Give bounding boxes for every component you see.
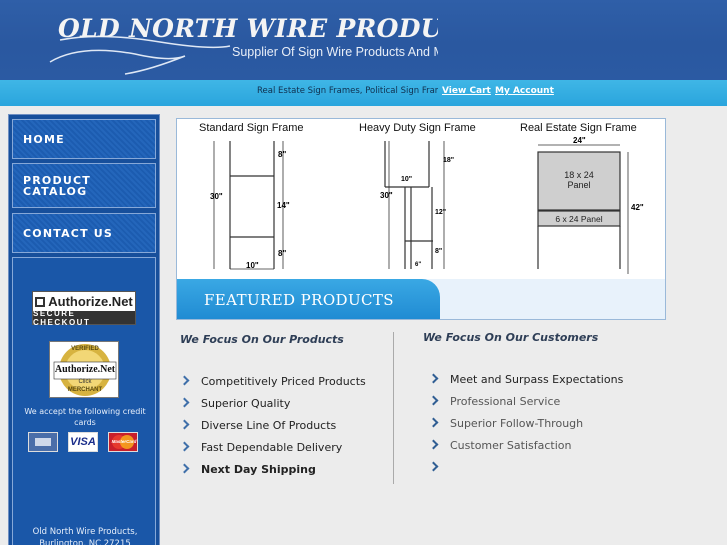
authorize-net-verified-seal[interactable]: VERIFIED Authorize.Net Click MERCHANT [49, 341, 119, 398]
nav-marquee-text: Real Estate Sign Frames, Political Sign … [257, 86, 438, 96]
list-item-label: Professional Service [450, 394, 561, 408]
swoosh-logo-graphic [49, 35, 231, 75]
mastercard-circles-icon [112, 435, 134, 449]
panel-label: 18 x 24 [564, 170, 594, 180]
sidebar-item-label: CONTACT US [23, 226, 114, 240]
my-account-link[interactable]: My Account [495, 86, 554, 96]
badge-title: Authorize.Net [48, 294, 133, 309]
list-item [430, 459, 450, 475]
sidebar-item-label: HOME [23, 132, 65, 146]
customers-focus-heading: We Focus On Our Customers [423, 331, 599, 344]
list-item-label: Diverse Line Of Products [201, 418, 337, 432]
seal-top-text: VERIFIED [71, 346, 99, 352]
products-focus-heading: We Focus On Our Products [180, 333, 344, 346]
visa-label: VISA [70, 436, 96, 448]
chevron-right-icon [181, 461, 191, 477]
chevron-right-icon [430, 393, 440, 409]
visa-card-icon: VISA [68, 432, 98, 452]
payment-info-panel: Authorize.Net SECURE CHECKOUT VERIFIED A… [12, 257, 156, 545]
credit-card-logos: VISA MasterCard [28, 432, 143, 454]
frame-title-heavy-duty: Heavy Duty Sign Frame [359, 122, 476, 134]
list-item-label: Competitively Priced Products [201, 374, 366, 388]
list-item-label: Fast Dependable Delivery [201, 440, 343, 454]
credit-card-notice: We accept the following credit cards [24, 407, 146, 427]
dim-label: 10" [246, 261, 259, 270]
top-nav-bar: Real Estate Sign Frames, Political Sign … [0, 80, 727, 106]
sign-frames-banner: Standard Sign Frame Heavy Duty Sign Fram… [176, 118, 666, 320]
dim-label: 30" [380, 191, 393, 200]
dim-label: 8" [435, 248, 443, 255]
featured-products-tab: FEATURED PRODUCTS [177, 279, 440, 319]
panel-label: Panel [567, 180, 591, 190]
chevron-right-icon [430, 459, 440, 475]
sidebar-item-contact-us[interactable]: CONTACT US [12, 213, 156, 253]
dim-label: 10" [401, 176, 413, 183]
sidebar: HOME PRODUCT CATALOG CONTACT US Authoriz… [8, 114, 160, 545]
list-item: Professional Service [430, 393, 560, 409]
chevron-right-icon [181, 395, 191, 411]
chevron-right-icon [181, 417, 191, 433]
sidebar-item-home[interactable]: HOME [12, 119, 156, 159]
list-item: Superior Follow-Through [430, 415, 583, 431]
dim-label: 42" [631, 203, 644, 212]
list-item: Competitively Priced Products [181, 373, 366, 389]
seal-click-text: Click [78, 379, 92, 385]
amex-card-icon [28, 432, 58, 452]
list-item: Customer Satisfaction [430, 437, 571, 453]
sidebar-item-product-catalog[interactable]: PRODUCT CATALOG [12, 163, 156, 208]
site-header: OLD NORTH WIRE PRODUCTS Supplier Of Sign… [0, 0, 727, 80]
dim-label: 8" [278, 249, 287, 258]
dim-label: 6" [415, 262, 422, 268]
chevron-right-icon [430, 415, 440, 431]
list-item-label: Meet and Surpass Expectations [450, 372, 624, 386]
site-tagline: Supplier Of Sign Wire Products And More [232, 45, 438, 59]
chevron-right-icon [430, 437, 440, 453]
site-title: OLD NORTH WIRE PRODUCTS [58, 14, 438, 43]
featured-products-bar: FEATURED PRODUCTS [177, 279, 665, 319]
sidebar-item-label: PRODUCT CATALOG [23, 173, 91, 198]
list-item-label: Next Day Shipping [201, 462, 316, 476]
frame-title-real-estate: Real Estate Sign Frame [520, 122, 637, 134]
list-item: Next Day Shipping [181, 461, 316, 477]
verified-seal-icon [53, 344, 117, 396]
column-divider [393, 332, 394, 484]
seal-bottom-text: MERCHANT [67, 387, 103, 393]
list-item: Meet and Surpass Expectations [430, 371, 623, 387]
view-cart-link[interactable]: View Cart [442, 86, 491, 96]
list-item-label: Customer Satisfaction [450, 438, 572, 452]
list-item-label: Superior Follow-Through [450, 416, 584, 430]
chevron-right-icon [181, 373, 191, 389]
list-item-label: Superior Quality [201, 396, 291, 410]
authorize-net-secure-badge[interactable]: Authorize.Net SECURE CHECKOUT [32, 291, 136, 327]
mastercard-icon: MasterCard [108, 432, 138, 452]
dim-label: 24" [573, 136, 586, 145]
badge-subtitle: SECURE CHECKOUT [33, 309, 135, 327]
chevron-right-icon [430, 371, 440, 387]
sign-frame-diagrams [213, 141, 629, 274]
seal-name: Authorize.Net [54, 364, 116, 375]
dim-label: 14" [277, 201, 290, 210]
list-item: Diverse Line Of Products [181, 417, 336, 433]
chevron-right-icon [181, 439, 191, 455]
dim-label: 12" [435, 209, 447, 216]
list-item: Superior Quality [181, 395, 290, 411]
authorize-net-logo-icon [35, 296, 46, 307]
frame-title-standard: Standard Sign Frame [199, 122, 304, 134]
dim-label: 30" [210, 192, 223, 201]
list-item: Fast Dependable Delivery [181, 439, 342, 455]
mastercard-label: MasterCard [111, 439, 137, 444]
company-address: Old North Wire Products, Burlington, NC … [32, 527, 138, 545]
dim-label: 18" [443, 157, 455, 164]
dim-label: 8" [278, 150, 287, 159]
panel-label: 6 x 24 Panel [555, 214, 603, 224]
